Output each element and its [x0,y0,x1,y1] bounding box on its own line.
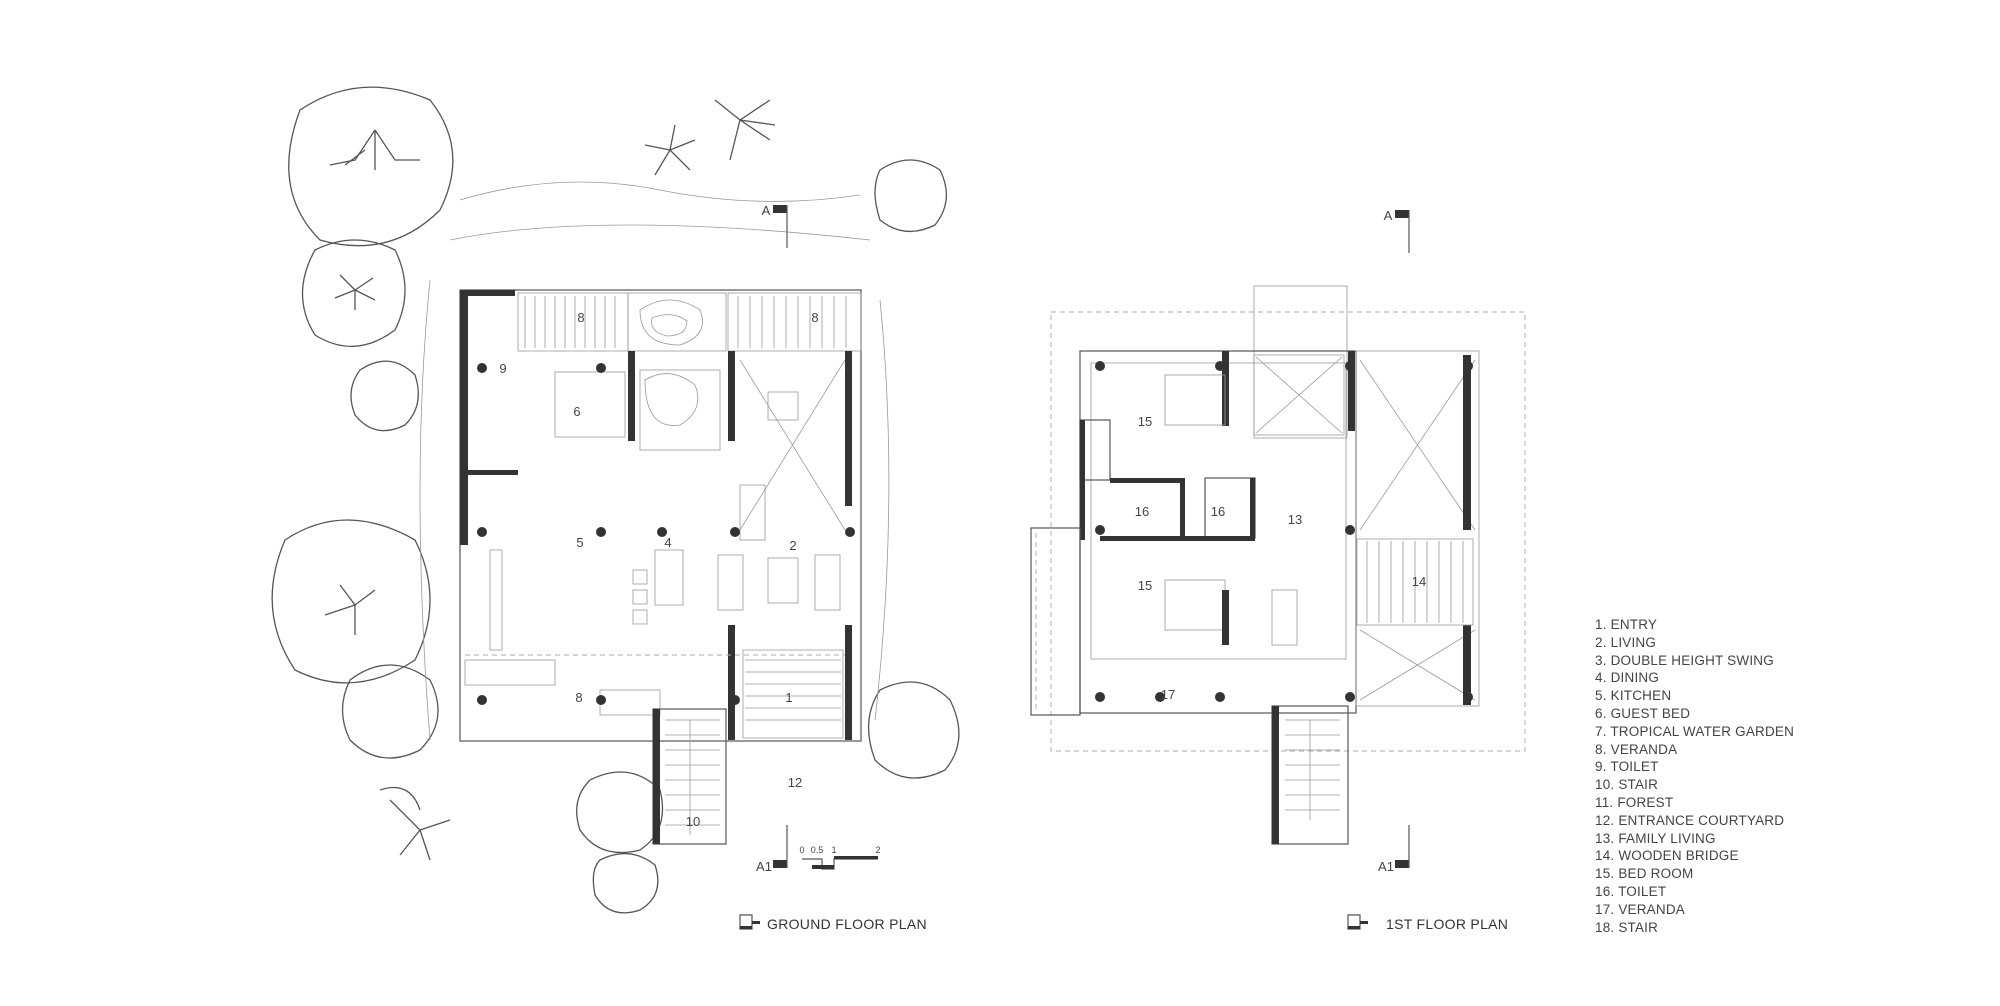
room-label: 15 [1138,578,1152,593]
ff-title: 1ST FLOOR PLAN [1347,914,1508,932]
room-label: 14 [1412,574,1426,589]
first-floor-room-labels: 15 16 16 13 15 14 17 [1135,414,1426,702]
scale-tick: 2 [875,845,880,855]
room-label: 16 [1135,504,1149,519]
room-label: 8 [811,310,818,325]
legend-item: 7. TROPICAL WATER GARDEN [1595,723,1795,739]
room-label: 8 [577,310,584,325]
legend-item: 18. STAIR [1595,919,1659,935]
ground-floor-plan [459,289,862,845]
first-floor-title: 1ST FLOOR PLAN [1386,916,1508,932]
room-label: 13 [1288,512,1302,527]
section-marker-a: A [1384,208,1393,223]
legend-item: 9. TOILET [1595,759,1659,775]
legend-item: 1. ENTRY [1595,617,1658,632]
room-label: 17 [1161,687,1175,702]
legend-item: 3. DOUBLE HEIGHT SWING [1595,652,1774,668]
forest-trees [271,86,960,914]
ground-floor-title: GROUND FLOOR PLAN [767,916,927,932]
gf-title: GROUND FLOOR PLAN [739,914,927,932]
legend-item: 12. ENTRANCE COURTYARD [1595,812,1785,828]
legend-item: 5. KITCHEN [1595,688,1672,704]
legend-item: 15. BED ROOM [1595,866,1694,882]
room-label: 15 [1138,414,1152,429]
ground-floor-room-labels: 8 8 9 6 5 4 2 8 1 10 12 [499,310,818,829]
legend-item: 16. TOILET [1595,883,1667,899]
first-floor-plan [1030,285,1526,845]
room-label: 1 [785,690,792,705]
section-marker-a: A [762,203,771,218]
scale-tick: 1 [831,845,836,855]
legend-item: 10. STAIR [1595,777,1659,793]
ff-section-markers: A A1 [1378,208,1410,874]
room-label: 4 [664,535,671,550]
room-label: 9 [499,361,506,376]
section-marker-a1: A1 [756,859,772,874]
legend-item: 6. GUEST BED [1595,705,1691,721]
legend-item: 11. FOREST [1595,794,1674,810]
room-label: 5 [576,535,583,550]
room-legend: 1. ENTRY 2. LIVING 3. DOUBLE HEIGHT SWIN… [1595,616,1794,936]
gf-section-markers: A A1 [756,203,788,874]
room-label: 8 [575,690,582,705]
room-label: 12 [788,775,802,790]
room-label: 16 [1211,504,1225,519]
legend-item: 8. VERANDA [1595,741,1678,757]
room-label: 6 [573,404,580,419]
room-label: 10 [686,814,700,829]
scale-tick: 0.5 [811,845,824,855]
legend-item: 13. FAMILY LIVING [1595,830,1716,846]
legend-item: 2. LIVING [1595,634,1657,650]
scale-tick: 0 [799,845,804,855]
section-marker-a1: A1 [1378,859,1394,874]
scale-bar: 0 0.5 1 2 [799,845,881,870]
room-label: 2 [789,538,796,553]
legend-item: 14. WOODEN BRIDGE [1595,848,1739,864]
legend-item: 17. VERANDA [1595,901,1685,917]
legend-item: 4. DINING [1595,670,1660,686]
